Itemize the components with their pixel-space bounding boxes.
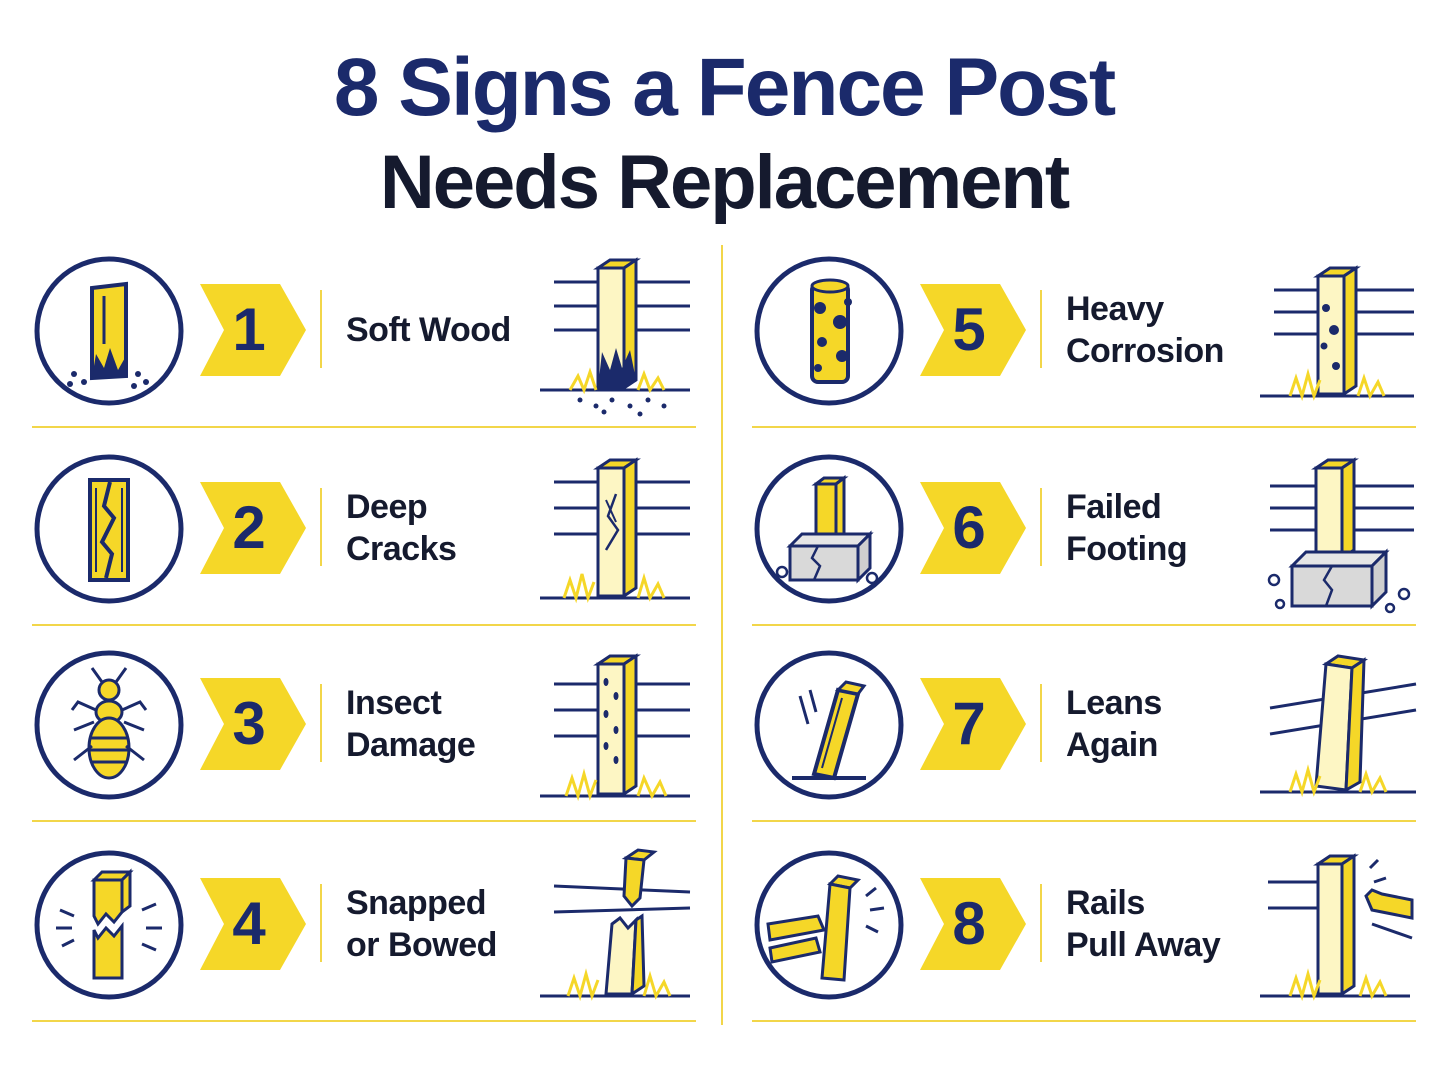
label-line: Damage	[346, 726, 476, 764]
sign-row-1: 1 Soft Wood	[32, 232, 696, 428]
sign-row-6: 6 Failed Footing	[752, 430, 1416, 626]
row-rule	[32, 1020, 696, 1022]
soft-wood-post-illustration	[540, 257, 690, 417]
number-badge-5	[920, 284, 1026, 376]
sign-number: 3	[232, 690, 266, 757]
sign-row-2: 2 Deep Cracks	[32, 430, 696, 626]
title-line-1: 8 Signs a Fence Post	[333, 42, 1116, 133]
label-line: Pull Away	[1066, 926, 1221, 964]
label-line: Again	[1066, 726, 1158, 764]
sign-row-5: 5 Heavy Corrosion	[752, 232, 1416, 428]
sign-number: 8	[952, 890, 986, 957]
number-badge-7	[920, 678, 1026, 770]
column-divider	[721, 245, 723, 1025]
sign-row-3: 3 Insect Damage	[32, 626, 696, 822]
label-line: Rails	[1066, 884, 1145, 922]
deep-cracks-post-illustration	[540, 457, 690, 604]
sign-number: 5	[952, 296, 986, 363]
row-rule	[752, 624, 1416, 626]
label-line: Footing	[1066, 530, 1188, 568]
separator	[320, 290, 322, 368]
label-line: Corrosion	[1066, 332, 1224, 370]
label-line: Deep	[346, 488, 428, 526]
rails-pull-away-post-illustration	[1260, 853, 1414, 1002]
separator	[1040, 884, 1042, 962]
label-line: Cracks	[346, 530, 457, 568]
sign-label: Soft Wood	[346, 280, 556, 380]
number-badge-3	[200, 678, 306, 770]
rotting-post-icon	[34, 256, 184, 406]
label-line: Failed	[1066, 488, 1162, 526]
number-badge-4	[200, 878, 306, 970]
separator	[1040, 488, 1042, 566]
separator	[320, 684, 322, 762]
sign-number: 2	[232, 494, 266, 561]
leaning-post-icon	[754, 650, 904, 800]
sign-number: 7	[952, 690, 986, 757]
broken-footing-icon	[754, 454, 904, 604]
sign-number: 1	[232, 296, 266, 363]
insect-damage-post-illustration	[540, 653, 690, 802]
cracked-post-icon	[34, 454, 184, 604]
label-line: or Bowed	[346, 926, 497, 964]
sign-label: Insect Damage	[346, 674, 556, 774]
label-line: Heavy	[1066, 290, 1164, 328]
sign-label: Failed Footing	[1066, 478, 1276, 578]
number-badge-1	[200, 284, 306, 376]
heavy-corrosion-post-illustration	[1260, 265, 1414, 402]
row-rule	[752, 1020, 1416, 1022]
number-badge-2	[200, 482, 306, 574]
separator	[1040, 290, 1042, 368]
sign-row-4: 4 Snapped or Bowed	[32, 826, 696, 1022]
sign-label: Deep Cracks	[346, 478, 556, 578]
separator	[320, 884, 322, 962]
row-rule	[752, 426, 1416, 428]
sign-label: Heavy Corrosion	[1066, 280, 1276, 380]
sign-label: Leans Again	[1066, 674, 1276, 774]
leaning-post-illustration	[1260, 654, 1417, 798]
number-badge-8	[920, 878, 1026, 970]
snapped-post-icon	[34, 850, 184, 1000]
sign-row-7: 7 Leans Again	[752, 626, 1417, 822]
corroded-post-icon	[754, 256, 904, 406]
sign-number: 6	[952, 494, 986, 561]
detached-rail-icon	[754, 850, 904, 1000]
number-badge-6	[920, 482, 1026, 574]
sign-number: 4	[232, 890, 266, 957]
sign-label: Snapped or Bowed	[346, 874, 556, 974]
sign-row-8: 8 Rails Pull Away	[752, 826, 1416, 1022]
snapped-bowed-post-illustration	[540, 848, 691, 1002]
label-line: Insect	[346, 684, 442, 722]
label-line: Soft Wood	[346, 311, 511, 349]
row-rule	[32, 426, 696, 428]
separator	[1040, 684, 1042, 762]
row-rule	[32, 820, 696, 822]
label-line: Snapped	[346, 884, 487, 922]
title-line-2: Needs Replacement	[379, 140, 1070, 225]
sign-label: Rails Pull Away	[1066, 874, 1276, 974]
separator	[320, 488, 322, 566]
failed-footing-post-illustration	[1267, 457, 1414, 614]
termite-icon	[34, 650, 184, 800]
row-rule	[32, 624, 696, 626]
label-line: Leans	[1066, 684, 1162, 722]
row-rule	[752, 820, 1416, 822]
